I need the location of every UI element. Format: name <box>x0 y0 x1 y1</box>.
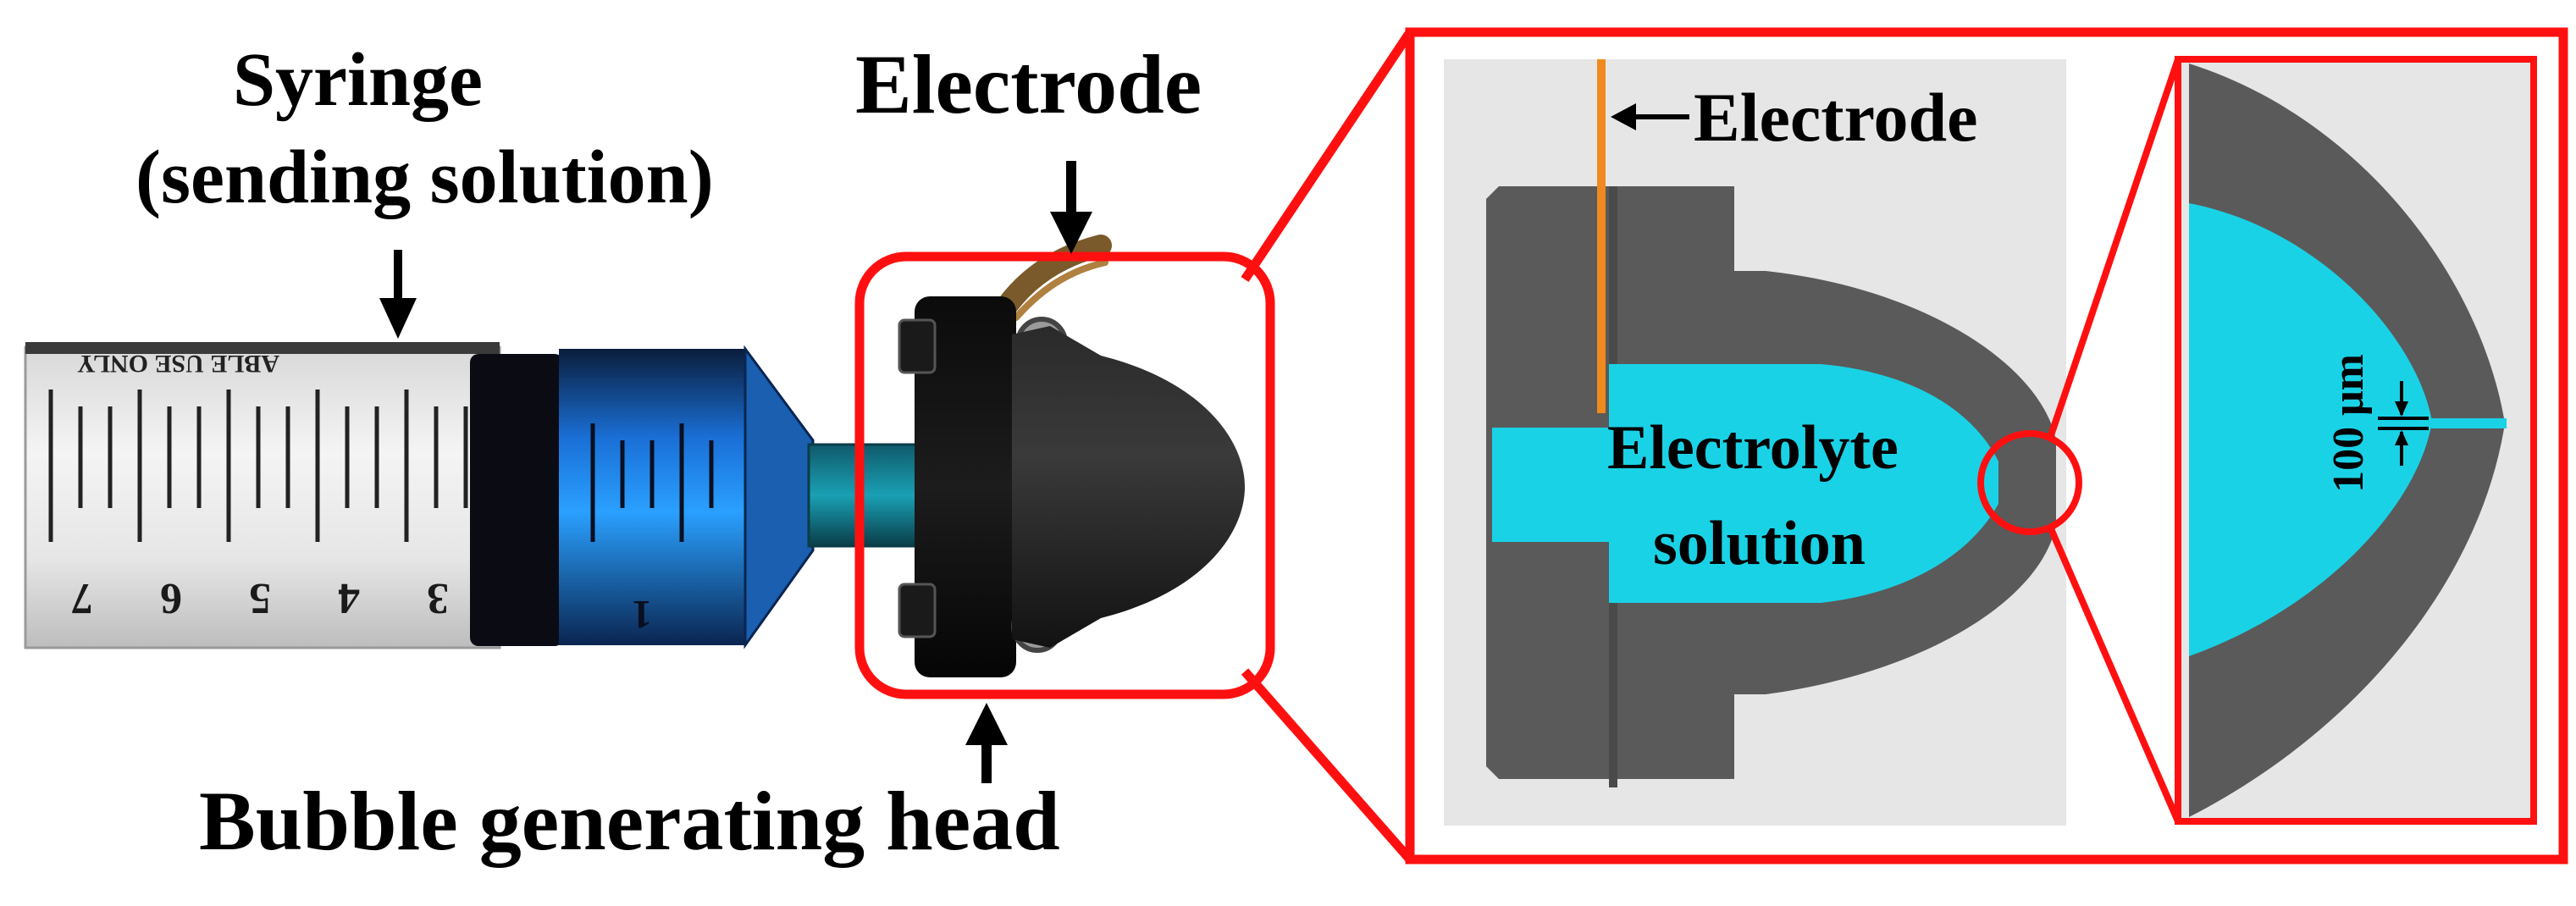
cross-section-inset <box>1444 59 2082 826</box>
cross-section-electrolyte <box>1492 364 1998 603</box>
syringe-graduations <box>48 389 468 542</box>
bubble-head-up-arrow-icon <box>965 703 1008 783</box>
head-gasket <box>915 296 1016 677</box>
bubble-head-photo <box>898 235 1245 677</box>
syringe-number-4: 4 <box>338 574 360 622</box>
electrode-inset-label: Electrode <box>1694 79 1978 156</box>
callout-frame-head <box>854 251 1275 699</box>
callout-connector-top <box>1241 29 1414 283</box>
syringe-number-7: 7 <box>71 574 93 622</box>
head-body <box>1012 326 1245 648</box>
cross-section-electrode-wire <box>1597 59 1606 413</box>
electrode-wires <box>997 235 1112 316</box>
syringe-barrel <box>24 345 501 649</box>
syringe-number-5: 5 <box>249 574 271 622</box>
electrolyte-label-line2: solution <box>1653 509 1866 578</box>
syringe-number-3: 3 <box>427 574 449 622</box>
syringe-number-6: 6 <box>160 574 182 622</box>
callout-connector-bottom <box>1241 668 1414 863</box>
syringe-cone <box>744 345 815 649</box>
syringe-barrel-top-edge <box>25 342 500 354</box>
bubble-head-label: Bubble generating head <box>199 774 1060 868</box>
syringe: ABLE USE ONLY 7 6 5 4 3 1 <box>24 342 920 649</box>
electrode-pointer-arrow-icon <box>1611 103 1689 130</box>
magnified-tip-inset <box>2175 56 2537 825</box>
scale-label: 100 μm <box>2324 354 2373 493</box>
magnified-tip-channel <box>2405 418 2507 428</box>
syringe-label-line1: Syringe <box>233 38 484 122</box>
electrode-label: Electrode <box>855 37 1202 131</box>
electrolyte-label-line1: Electrolyte <box>1607 413 1899 483</box>
detail-connector-bottom <box>2046 523 2181 823</box>
magnified-tip-electrolyte <box>2189 203 2432 656</box>
syringe-label-line2: (sending solution) <box>135 135 714 219</box>
syringe-plunger-seal <box>470 354 563 646</box>
syringe-number-1: 1 <box>632 592 652 637</box>
detail-marker-circle <box>1977 430 2082 535</box>
syringe-solution-graduations <box>590 423 714 542</box>
syringe-printed-text: ABLE USE ONLY <box>77 350 279 378</box>
syringe-down-arrow-icon <box>379 250 417 339</box>
electrode-down-arrow-icon <box>1050 161 1092 254</box>
detail-connector-top <box>2046 58 2181 442</box>
